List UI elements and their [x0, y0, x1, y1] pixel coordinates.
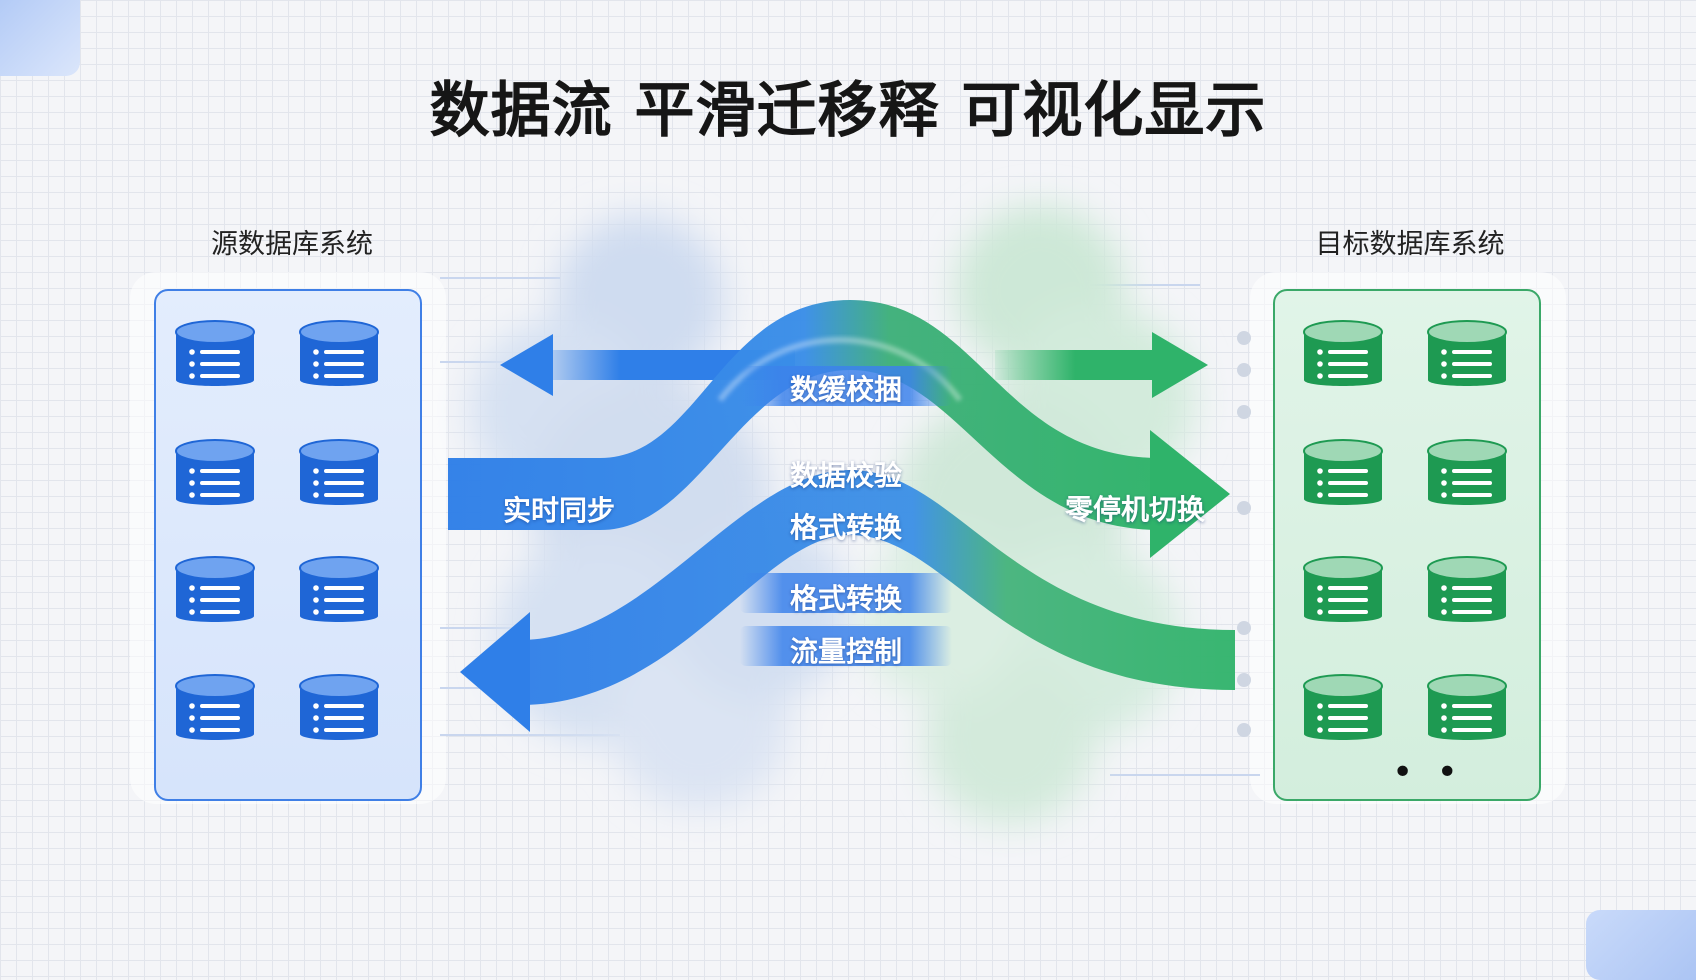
database-icon	[174, 437, 256, 513]
database-icon	[174, 318, 256, 394]
database-icon	[1426, 318, 1508, 394]
database-icon	[1302, 437, 1384, 513]
page-title: 数据流 平滑迁移释 可视化显示	[429, 76, 1267, 146]
target-system-title: 目标数据库系统	[1315, 229, 1505, 260]
sync-flow-arrowhead	[1150, 430, 1230, 558]
sync-flow-band	[448, 300, 1160, 530]
database-icon	[298, 318, 380, 394]
source-system-title: 源数据库系统	[211, 229, 373, 260]
format-flow-band	[520, 470, 1235, 705]
realtime-sync-label: 实时同步	[503, 494, 616, 527]
database-icon	[1426, 554, 1508, 630]
database-icon	[298, 437, 380, 513]
label-chip	[740, 626, 952, 666]
database-icon	[1302, 318, 1384, 394]
corner-decoration	[0, 0, 80, 76]
label-chip	[740, 573, 952, 613]
migration-flow-diagram	[440, 205, 1260, 825]
database-icon	[1302, 554, 1384, 630]
flow-control-label: 流量控制	[789, 635, 902, 668]
database-icon	[1302, 672, 1384, 748]
zero-downtime-label: 零停机切换	[1065, 493, 1206, 526]
database-icon	[1426, 672, 1508, 748]
data-check-label: 数据校验	[789, 459, 902, 492]
format-convert-label-2: 格式转换	[789, 582, 902, 615]
more-indicator: • •	[1392, 752, 1464, 793]
database-icon	[298, 672, 380, 748]
connector-dots	[1237, 331, 1251, 737]
database-icon	[174, 554, 256, 630]
format-convert-label: 格式转换	[789, 511, 902, 544]
right-top-arrow	[995, 332, 1208, 398]
format-flow-arrowhead	[460, 612, 530, 732]
database-icon	[298, 554, 380, 630]
database-icon	[1426, 437, 1508, 513]
data-cache-label: 数缓校捆	[789, 373, 902, 406]
label-chip	[740, 366, 952, 406]
database-icon	[174, 672, 256, 748]
